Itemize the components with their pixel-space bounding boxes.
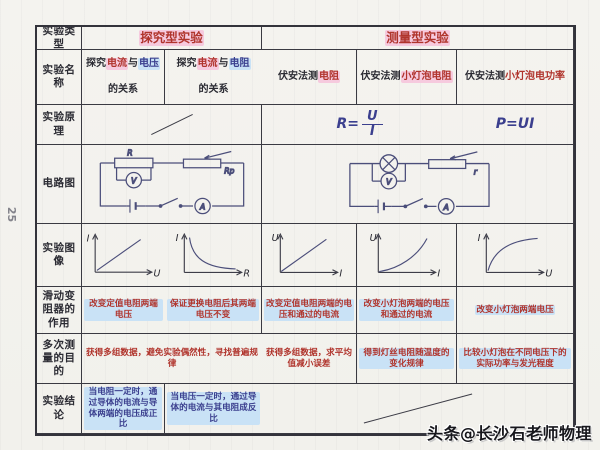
row-label-graphs: 实验图像 (37, 224, 82, 287)
svg-text:I: I (478, 233, 481, 244)
cell-circuit-resistor: V A R Rp (82, 145, 262, 224)
cell-conclusion-slash (262, 384, 574, 434)
slash-mark (363, 393, 472, 424)
svg-text:I: I (437, 269, 440, 280)
cell-conclusion-1: 当电阻一定时，通过导体的电流与导体两端的电压成正比 (82, 384, 165, 434)
svg-text:Rp: Rp (224, 166, 234, 175)
cell-role-1: 改变定值电阻两端电压 (82, 287, 165, 334)
cell-name-measure-bulb-resistance: 伏安法测小灯泡电阻 (357, 50, 457, 105)
graph-hyperbola-ir: I R (176, 232, 250, 280)
svg-text:I: I (339, 269, 342, 280)
row-label-multi-measure: 多次测量的目的 (37, 334, 82, 384)
svg-text:I: I (87, 233, 90, 244)
svg-text:U: U (272, 233, 279, 244)
cell-graph-i-r-hyperbola: I R (165, 224, 262, 287)
graph-linear-iu: I U (87, 233, 161, 279)
toutiao-watermark: 头条@长沙石老师物理 (426, 424, 592, 443)
svg-text:U: U (369, 233, 376, 244)
cell-role-3: 改变定值电阻两端的电压和通过的电流 (262, 287, 357, 334)
cell-name-measure-bulb-power: 伏安法测小灯泡电功率 (457, 50, 574, 105)
circuit-diagram-bulb: V A r (348, 151, 490, 215)
page-side-note: 25 (5, 206, 19, 223)
cell-graph-i-u-linear: I U (82, 224, 165, 287)
svg-text:r: r (473, 167, 477, 176)
cell-type-explore: 探究型实验 (82, 27, 262, 50)
cell-graph-u-i-concave-up: U I (357, 224, 457, 287)
cell-name-current-voltage: 探究电流与电压的关系 (82, 50, 165, 105)
graph-linear-ui: U I (272, 232, 342, 280)
graph-saturating-iu: I U (478, 232, 552, 280)
row-label-experiment-type: 实验类型 (37, 27, 82, 50)
cell-principle-slash (82, 105, 262, 145)
explore-type-text: 探究型实验 (139, 30, 204, 46)
cell-purpose-5: 比较小灯泡在不同电压下的实际功率与发光程度 (457, 334, 574, 384)
row-label-circuit-diagram: 电路图 (37, 145, 82, 224)
svg-text:U: U (154, 268, 161, 279)
cell-role-2: 保证更换电阻后其两端电压不变 (165, 287, 262, 334)
slash-mark (150, 113, 193, 136)
cell-name-current-resistance: 探究电流与电阻的关系 (165, 50, 262, 105)
cell-purpose-3: 获得多组数据，求平均值减小误差 (262, 334, 357, 384)
cell-purpose-1-2: 获得多组数据，避免实验偶然性，寻找普遍规律 (82, 334, 262, 384)
power-formula: P=UI (495, 115, 535, 132)
cell-type-measure: 测量型实验 (262, 27, 574, 50)
svg-text:R: R (243, 269, 250, 280)
row-label-experiment-name: 实验名称 (37, 50, 82, 105)
cell-conclusion-2: 当电压一定时，通过导体的电流与其电阻成反比 (165, 384, 262, 434)
svg-text:R: R (127, 148, 132, 157)
cell-role-5: 改变小灯泡两端电压 (457, 287, 574, 334)
cell-name-measure-resistance: 伏安法测电阻 (262, 50, 357, 105)
svg-text:V: V (131, 177, 137, 186)
cell-graph-i-u-saturating: I U (457, 224, 574, 287)
row-label-rheostat-role: 滑动变阻器的作用 (37, 287, 82, 334)
svg-text:U: U (545, 269, 552, 280)
svg-text:V: V (386, 177, 392, 186)
measure-type-text: 测量型实验 (385, 30, 450, 46)
cell-graph-u-i-linear: U I (262, 224, 357, 287)
svg-text:A: A (442, 203, 448, 212)
svg-text:A: A (198, 202, 204, 211)
graph-concave-up-ui: U I (369, 232, 440, 280)
row-label-principle: 实验原理 (37, 105, 82, 145)
cell-role-4: 改变小灯泡两端的电压和通过的电流 (357, 287, 457, 334)
svg-text:I: I (176, 233, 179, 244)
experiments-comparison-table: 实验类型 探究型实验 测量型实验 实验名称 探究电流与电压的关系 探究电流与电阻… (35, 25, 576, 436)
cell-purpose-4: 得到灯丝电阻随温度的变化规律 (357, 334, 457, 384)
cell-principle-power: P=UI (457, 105, 574, 145)
circuit-diagram-resistor: V A R Rp (99, 148, 244, 215)
cell-circuit-bulb: V A r (262, 145, 574, 224)
row-label-conclusion: 实验结论 (37, 384, 82, 434)
